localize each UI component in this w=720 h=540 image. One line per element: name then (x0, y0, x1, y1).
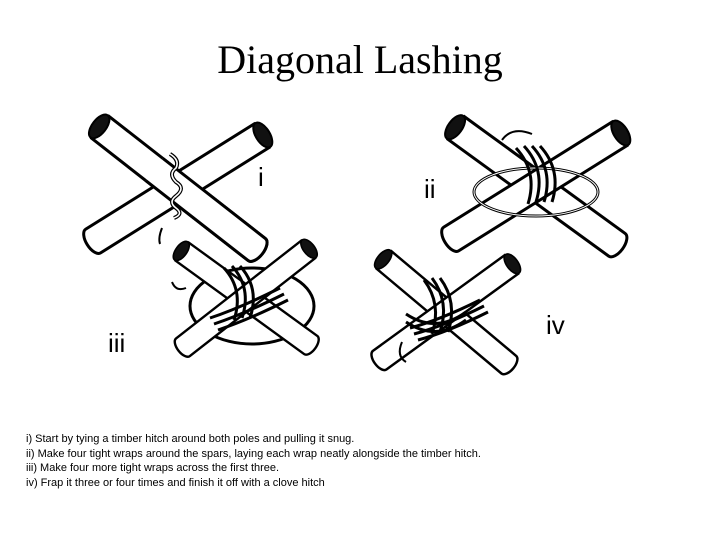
label-i: i (258, 162, 264, 192)
step-text-i: i) Start by tying a timber hitch around … (26, 433, 355, 445)
label-iii: iii (108, 328, 125, 358)
label-iv: iv (546, 310, 565, 340)
step-text-iii: iii) Make four more tight wraps across t… (26, 462, 280, 475)
steps-list: i) Start by tying a timber hitch around … (26, 432, 481, 490)
step-text-iv: iv) Frap it three or four times and fini… (26, 476, 325, 489)
step-text-ii: ii) Make four tight wraps around the spa… (26, 447, 481, 460)
lashing-illustration: i ii iii (78, 109, 636, 379)
label-ii: ii (424, 174, 436, 204)
step-ii-diagram (436, 110, 636, 262)
step-i-diagram (78, 109, 278, 267)
step-iv-diagram (367, 245, 525, 379)
step-iii-diagram (168, 235, 324, 361)
slide-title: Diagonal Lashing (217, 37, 503, 82)
